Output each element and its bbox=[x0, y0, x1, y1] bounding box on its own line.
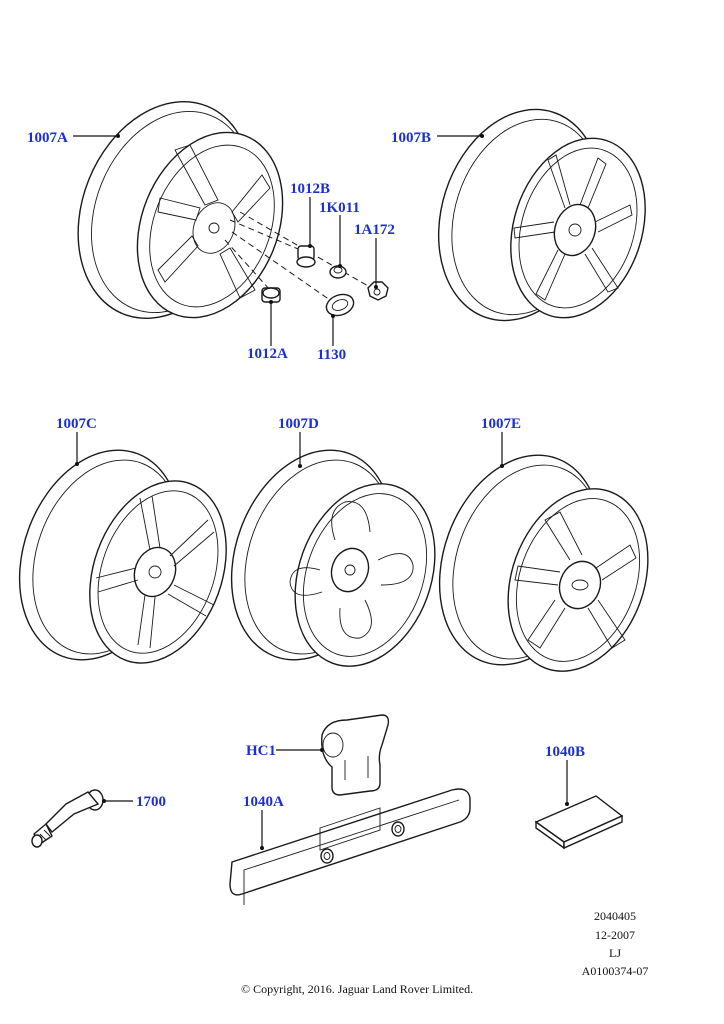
callout-1007B: 1007B bbox=[391, 130, 432, 146]
callout-1040A: 1040A bbox=[243, 794, 284, 810]
valve-1700 bbox=[31, 789, 104, 848]
drawing-reference: A0100374-07 bbox=[581, 964, 649, 978]
bolt-1012B bbox=[296, 245, 316, 268]
callout-1007E: 1007E bbox=[481, 416, 522, 432]
callout-1012A: 1012A bbox=[247, 346, 288, 362]
nut-1A172 bbox=[367, 281, 389, 301]
wheel-1007A bbox=[77, 101, 376, 319]
copyright-notice: © Copyright, 2016. Jaguar Land Rover Lim… bbox=[241, 982, 474, 996]
leader-lines bbox=[73, 134, 569, 850]
callout-1007C: 1007C bbox=[56, 416, 97, 432]
wheel-1007D bbox=[230, 449, 436, 667]
wheel-1007C bbox=[18, 449, 227, 664]
callout-1012B: 1012B bbox=[290, 181, 331, 197]
callout-1A172: 1A172 bbox=[354, 222, 395, 238]
callout-1007D: 1007D bbox=[278, 416, 319, 432]
weight-1040A bbox=[229, 788, 471, 905]
clip-HC1 bbox=[321, 714, 390, 796]
callout-1040B: 1040B bbox=[545, 744, 586, 760]
wheel-1007E bbox=[438, 454, 649, 672]
wheel-1007B bbox=[437, 108, 646, 322]
bolt-1012A bbox=[261, 287, 281, 303]
nut-1K011 bbox=[329, 265, 347, 279]
drawing-model-code: LJ bbox=[609, 946, 621, 960]
centre-cap-1130 bbox=[325, 293, 355, 317]
callout-1700: 1700 bbox=[136, 794, 166, 810]
drawing-number: 2040405 bbox=[594, 909, 636, 923]
callout-1K011: 1K011 bbox=[319, 200, 360, 216]
callout-HC1: HC1 bbox=[246, 743, 276, 759]
callout-1007A: 1007A bbox=[27, 130, 68, 146]
callout-1130: 1130 bbox=[317, 347, 347, 363]
weight-1040B bbox=[534, 795, 624, 850]
drawing-date: 12-2007 bbox=[595, 928, 635, 942]
